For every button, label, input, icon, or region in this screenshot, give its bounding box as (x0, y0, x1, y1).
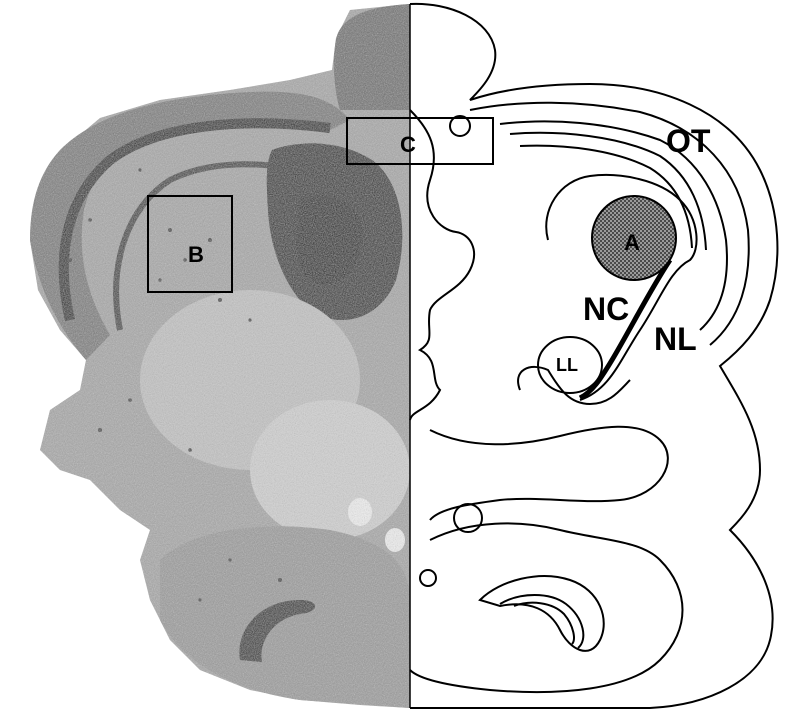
label-b: B (188, 242, 204, 267)
vessel-hole (348, 498, 372, 526)
label-ll: LL (556, 355, 578, 375)
label-nc: NC (583, 291, 629, 327)
ventral-contour (410, 523, 683, 692)
label-a: A (624, 230, 640, 255)
midline-contour (410, 110, 474, 420)
outer-contour (410, 4, 777, 708)
central-contour (430, 427, 668, 520)
histology-photo (30, 4, 410, 708)
midline-circle-2 (420, 570, 436, 586)
schematic-drawing (410, 4, 777, 708)
vessel-hole-2 (385, 528, 405, 552)
label-ot: OT (666, 123, 711, 159)
light-center-2 (250, 400, 410, 540)
curl-outer (480, 576, 604, 651)
label-nl: NL (654, 321, 697, 357)
label-c: C (400, 132, 416, 157)
